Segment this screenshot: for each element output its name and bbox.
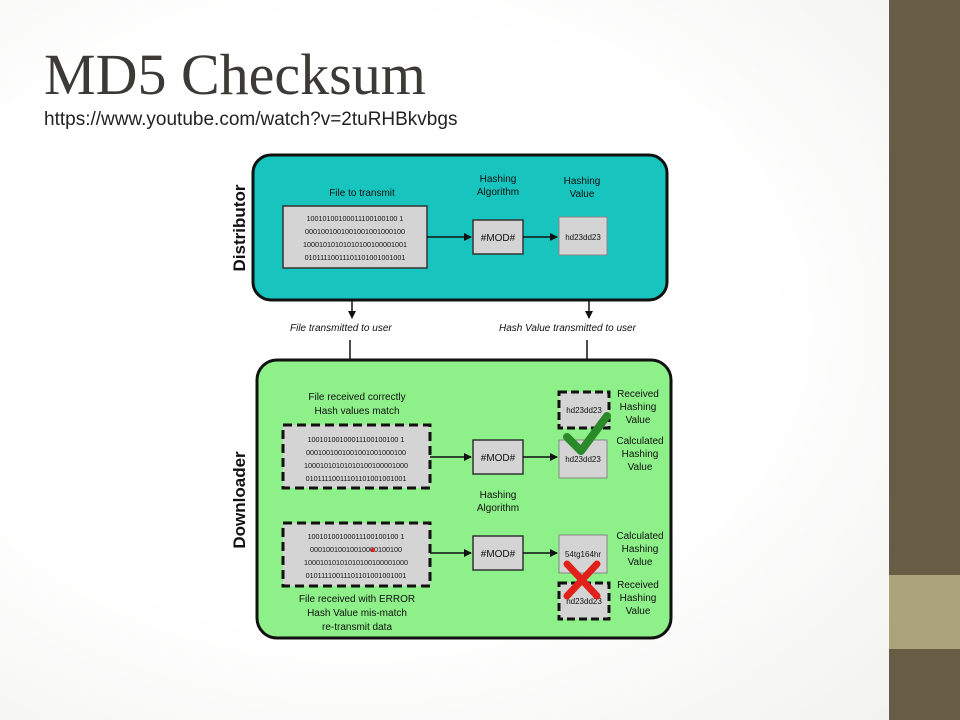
err-caption-line2: Hash Value mis-match xyxy=(307,608,407,619)
algo-box-label: #MOD# xyxy=(481,233,516,244)
distributor-hash-box xyxy=(558,216,608,256)
err-caption-line1: File received with ERROR xyxy=(299,594,415,605)
hash-transmitted-label: Hash Value transmitted to user xyxy=(499,323,637,334)
calculated-label-line3: Value xyxy=(628,557,653,568)
received-label-line1: Received xyxy=(617,389,659,400)
calculated-label-line1: Calculated xyxy=(616,436,663,447)
downloader-label: Downloader xyxy=(230,451,249,549)
check-icon xyxy=(563,412,611,455)
distributor-algo-box xyxy=(472,219,524,255)
binary-line: 10001010101010100100001001 xyxy=(303,240,407,249)
binary-line: 10010100100011100100100 1 xyxy=(307,214,404,223)
ok-caption-line1: File received correctly xyxy=(308,392,405,403)
calculated-label-line2: Hashing xyxy=(622,449,659,460)
ok-file-box xyxy=(281,423,432,490)
calculated-hash-value: 54tg164hr xyxy=(565,550,601,559)
received-hash-value: hd23dd23 xyxy=(566,406,602,415)
side-bar-accent xyxy=(889,575,960,649)
err-caption-line3: re-transmit data xyxy=(322,622,392,633)
error-bit-marker xyxy=(371,548,375,552)
middle-algo-line1: Hashing xyxy=(480,490,517,501)
calculated-label-line3: Value xyxy=(628,462,653,473)
calculated-label-line1: Calculated xyxy=(616,531,663,542)
received-label-line3: Value xyxy=(626,415,651,426)
err-file-box xyxy=(281,521,432,588)
binary-line: 01011110011101101001001001 xyxy=(306,571,407,580)
binary-line: 10010100100011100100100 1 xyxy=(308,435,405,444)
middle-algo-line2: Algorithm xyxy=(477,503,519,514)
binary-line: 10010100100011100100100 1 xyxy=(308,532,405,541)
binary-line: 01011110011101101001001001 xyxy=(305,253,406,262)
err-algo-box xyxy=(472,535,524,571)
source-url[interactable]: https://www.youtube.com/watch?v=2tuRHBkv… xyxy=(44,109,458,130)
received-label-line1: Received xyxy=(617,580,659,591)
algo-header-line2: Algorithm xyxy=(477,187,519,198)
file-transmitted-label: File transmitted to user xyxy=(290,323,392,334)
binary-line: 01011110011101101001001001 xyxy=(306,474,407,483)
file-to-transmit-header: File to transmit xyxy=(329,188,395,199)
hash-value: hd23dd23 xyxy=(565,233,601,242)
algo-box-label: #MOD# xyxy=(481,549,516,560)
received-label-line3: Value xyxy=(626,606,651,617)
ok-caption-line2: Hash values match xyxy=(314,406,399,417)
algo-header-line1: Hashing xyxy=(480,174,517,185)
calculated-label-line2: Hashing xyxy=(622,544,659,555)
md5-diagram: Distributor File to transmit Hashing Alg… xyxy=(230,153,673,640)
binary-line: 0001001001001001001000100 xyxy=(305,227,405,236)
binary-line: 10001010101010100100001000 xyxy=(304,558,408,567)
cross-icon xyxy=(563,560,601,600)
value-header-line1: Hashing xyxy=(564,176,601,187)
binary-line: 10001010101010100100001000 xyxy=(304,461,408,470)
calculated-hash-value: hd23dd23 xyxy=(565,455,601,464)
received-label-line2: Hashing xyxy=(620,402,657,413)
value-header-line2: Value xyxy=(570,189,595,200)
received-label-line2: Hashing xyxy=(620,593,657,604)
distributor-label: Distributor xyxy=(230,184,249,271)
binary-line: 00010010010010000100100 xyxy=(310,545,402,554)
binary-line: 0001001001001001001000100 xyxy=(306,448,406,457)
ok-algo-box xyxy=(472,439,524,475)
algo-box-label: #MOD# xyxy=(481,453,516,464)
received-hash-value: hd23dd23 xyxy=(566,597,602,606)
slide-title: MD5 Checksum xyxy=(44,42,426,107)
